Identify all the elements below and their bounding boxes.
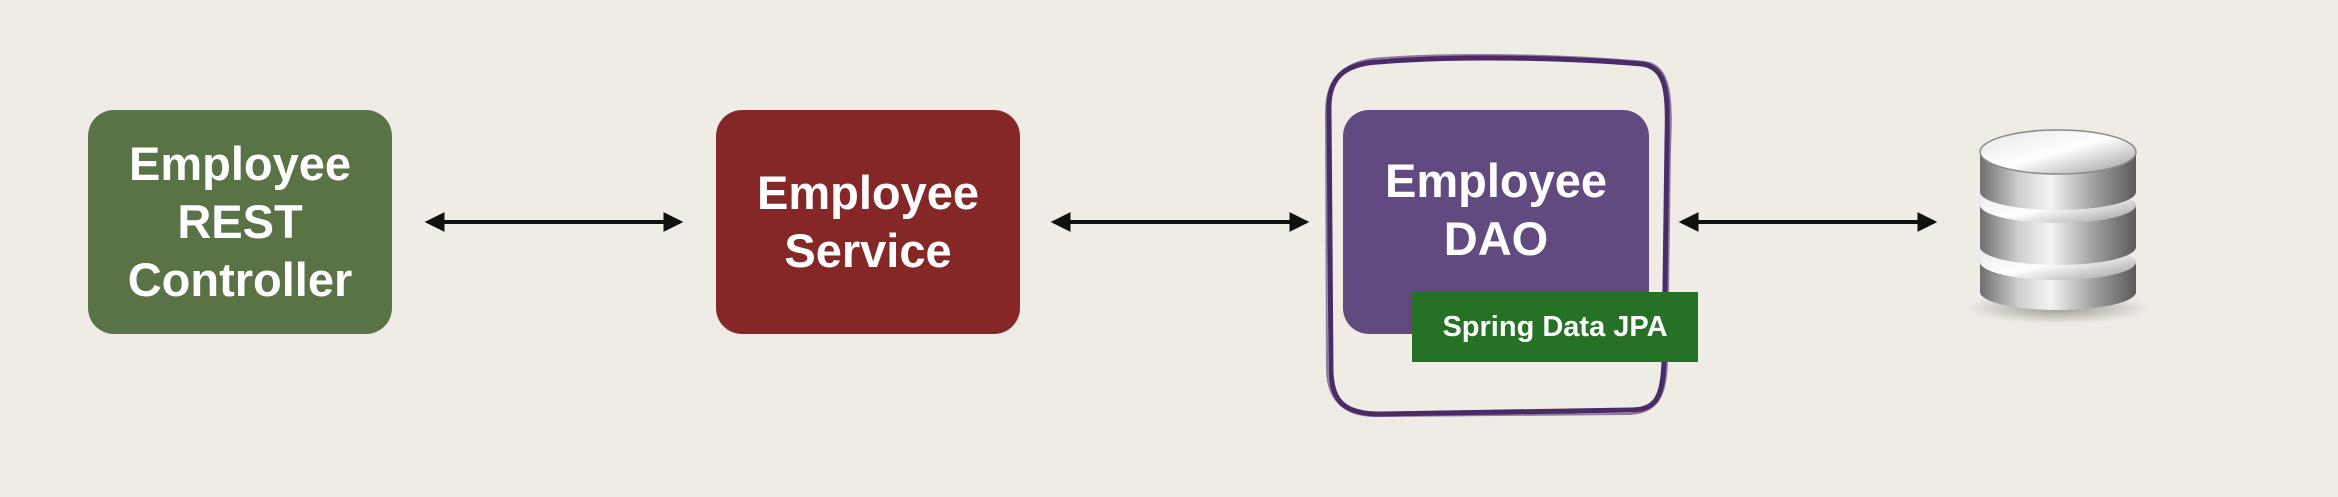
dao-highlight-outline [1326, 55, 1670, 417]
employee-service-box: Employee Service [716, 110, 1020, 334]
employee-dao-box: Employee DAO [1343, 110, 1649, 334]
database-icon [1966, 129, 2150, 324]
controller-label-line-1: Employee [128, 137, 352, 190]
controller-label-line-3: Controller [127, 253, 353, 306]
service-label-line-1: Employee [756, 166, 980, 219]
dao-highlight-outline-stroke2 [1324, 54, 1672, 418]
service-label-line-2: Service [784, 224, 952, 277]
employee-rest-controller-box: Employee REST Controller [88, 110, 392, 334]
dao-label-line-1: Employee [1384, 154, 1608, 207]
controller-label-line-2: REST [177, 195, 303, 248]
dao-label-line-2: DAO [1443, 212, 1549, 265]
spring-data-jpa-badge: Spring Data JPA [1412, 292, 1698, 362]
